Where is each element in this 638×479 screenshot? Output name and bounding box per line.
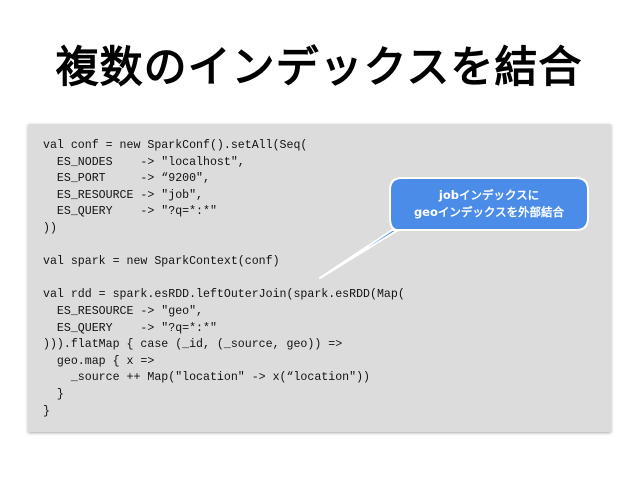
code-line-13: ))).flatMap { case (_id, (_source, geo))… xyxy=(43,338,343,352)
code-line-16: } xyxy=(43,387,64,401)
code-line-3: ES_PORT -> “9200", xyxy=(43,172,210,186)
slide-title: 複数のインデックスを結合 xyxy=(55,43,583,93)
code-line-5: ES_QUERY -> "?q=*:*" xyxy=(43,205,217,219)
code-line-12: ES_QUERY -> "?q=*:*" xyxy=(43,321,217,335)
code-line-17: } xyxy=(43,404,50,418)
callout-text: jobインデックスに geoインデックスを外部結合 xyxy=(392,180,586,227)
code-line-9 xyxy=(43,271,405,288)
callout-line-2: geoインデックスを外部結合 xyxy=(413,204,565,219)
code-line-10: val rdd = spark.esRDD.leftOuterJoin(spar… xyxy=(43,288,405,302)
code-panel: val conf = new SparkConf().setAll(Seq( E… xyxy=(28,124,611,432)
code-line-4: ES_RESOURCE -> "job", xyxy=(43,188,204,202)
code-line-1: val conf = new SparkConf().setAll(Seq( xyxy=(43,139,308,152)
code-line-2: ES_NODES -> "localhost", xyxy=(43,155,245,169)
code-line-8: val spark = new SparkContext(conf) xyxy=(43,255,280,269)
code-line-7 xyxy=(43,238,405,255)
code-block: val conf = new SparkConf().setAll(Seq( E… xyxy=(43,138,405,420)
callout-line-1: jobインデックスに xyxy=(438,187,540,202)
code-line-6: )) xyxy=(43,221,57,235)
code-line-15: _source ++ Map("location" -> x(“location… xyxy=(43,371,370,385)
code-line-11: ES_RESOURCE -> "geo", xyxy=(43,304,204,318)
code-line-14: geo.map { x => xyxy=(43,354,155,368)
